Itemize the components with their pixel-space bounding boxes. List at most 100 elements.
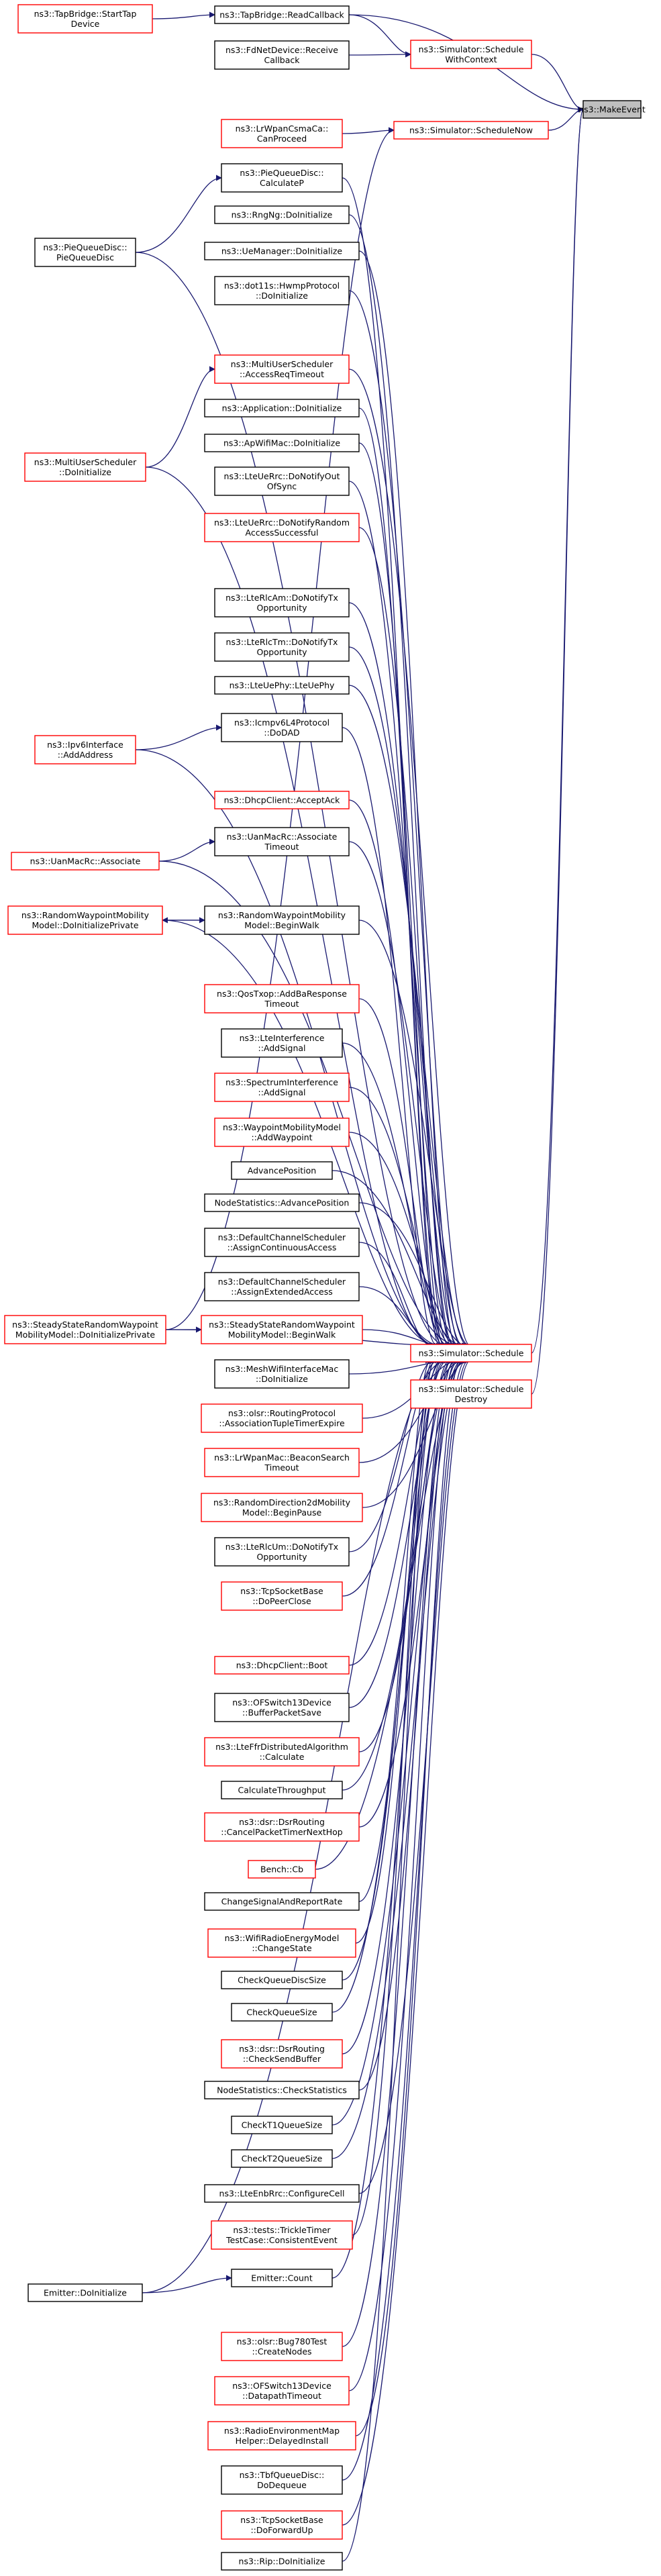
node-rwp-beginwalk[interactable]: ns3::RandomWaypointMobilityModel::BeginW… [204, 905, 360, 935]
node-label: ns3::Ipv6Interface [47, 740, 123, 750]
node-trickle[interactable]: ns3::tests::TrickleTimerTestCase::Consis… [211, 2220, 353, 2250]
call-edge-group [348, 1357, 434, 1552]
node-ofsw-dptimeout[interactable]: ns3::OFSwitch13Device::DatapathTimeout [214, 2376, 350, 2406]
call-edge [348, 290, 462, 1349]
call-edge-group [158, 860, 461, 1349]
node-rip-init[interactable]: ns3::Rip::DoInitialize [221, 2552, 343, 2571]
node-nodestat-advpos[interactable]: NodeStatistics::AdvancePosition [204, 1193, 360, 1212]
node-ssrwp-initpriv[interactable]: ns3::SteadyStateRandomWaypointMobilityMo… [4, 1315, 166, 1344]
node-sched-now[interactable]: ns3::Simulator::ScheduleNow [393, 121, 549, 140]
node-ofsw-bufsave[interactable]: ns3::OFSwitch13Device::BufferPacketSave [214, 1693, 350, 1722]
node-changesig[interactable]: ChangeSignalAndReportRate [204, 1892, 360, 1911]
node-label: ::ChangeState [252, 1943, 312, 1953]
node-dhcp-ack[interactable]: ns3::DhcpClient::AcceptAck [214, 791, 350, 809]
node-uemgr-init[interactable]: ns3::UeManager::DoInitialize [204, 242, 360, 260]
node-chkq[interactable]: CheckQueueSize [231, 2003, 333, 2022]
call-edge-group [342, 127, 395, 134]
node-dcs-ext[interactable]: ns3::DefaultChannelScheduler::AssignExte… [204, 1272, 360, 1301]
node-nodestat-chkstat[interactable]: NodeStatistics::CheckStatistics [204, 2081, 360, 2099]
node-mus-init[interactable]: ns3::MultiUserScheduler::DoInitialize [24, 452, 146, 482]
node-rng-init[interactable]: ns3::RngNg::DoInitialize [214, 205, 350, 224]
node-ssrwp-beginwalk[interactable]: ns3::SteadyStateRandomWaypointMobilityMo… [201, 1315, 363, 1344]
node-hwmp-init[interactable]: ns3::dot11s::HwmpProtocol::DoInitialize [214, 276, 350, 305]
node-rd2d-pause[interactable]: ns3::RandomDirection2dMobilityModel::Beg… [201, 1493, 363, 1522]
node-meshwifi-init[interactable]: ns3::MeshWifiInterfaceMac::DoInitialize [214, 1359, 350, 1389]
call-edge [348, 1132, 458, 1349]
call-edge-group [358, 250, 457, 1349]
node-app-init[interactable]: ns3::Application::DoInitialize [204, 399, 360, 417]
node-box [221, 1781, 343, 1799]
node-label: ns3::RngNg::DoInitialize [232, 210, 333, 220]
node-box [204, 1448, 360, 1477]
node-chkt2[interactable]: CheckT2QueueSize [231, 2149, 333, 2168]
node-rwp-initpriv[interactable]: ns3::RandomWaypointMobilityModel::DoInit… [7, 905, 163, 935]
call-edge-group [358, 1286, 437, 1349]
node-chkt1[interactable]: CheckT1QueueSize [231, 2116, 333, 2134]
node-lteuephy[interactable]: ns3::LteUePhy::LteUePhy [214, 676, 350, 695]
node-icmpv6-dad[interactable]: ns3::Icmpv6L4Protocol::DoDAD [221, 713, 343, 742]
node-tcpsock-peerclose[interactable]: ns3::TcpSocketBase::DoPeerClose [221, 1581, 343, 1611]
node-olsr-bug[interactable]: ns3::olsr::Bug780Test::CreateNodes [221, 2332, 343, 2361]
node-calcthru[interactable]: CalculateThroughput [221, 1781, 343, 1799]
node-bench-cb[interactable]: Bench::Cb [248, 1860, 316, 1879]
node-lrwpan-csma[interactable]: ns3::LrWpanCsmaCa::CanProceed [221, 119, 343, 148]
node-emitter-count[interactable]: Emitter::Count [231, 2269, 333, 2287]
node-tcpsock-fwd[interactable]: ns3::TcpSocketBase::DoForwardUp [221, 2510, 343, 2540]
node-advpos[interactable]: AdvancePosition [231, 1161, 333, 1180]
node-dsr-cancel[interactable]: ns3::dsr::DsrRouting::CancelPacketTimerN… [204, 1812, 360, 1842]
node-ipv6-addaddr[interactable]: ns3::Ipv6Interface::AddAddress [34, 735, 136, 764]
call-edge-group [348, 290, 462, 1349]
node-label: ns3::olsr::RoutingProtocol [228, 1408, 336, 1418]
node-box [214, 791, 350, 809]
node-label: ns3::MakeEvent [578, 105, 646, 115]
node-label: ns3::Icmpv6L4Protocol [234, 717, 329, 728]
node-radioenv[interactable]: ns3::RadioEnvironmentMapHelper::DelayedI… [207, 2421, 356, 2450]
node-olsr-assoc[interactable]: ns3::olsr::RoutingProtocol::AssociationT… [201, 1403, 363, 1433]
node-box [211, 2220, 353, 2250]
node-dsr-chksend[interactable]: ns3::dsr::DsrRouting::CheckSendBuffer [221, 2039, 343, 2069]
call-edge-group [348, 214, 452, 1349]
node-wpmob-addwp[interactable]: ns3::WaypointMobilityModel::AddWaypoint [214, 1118, 350, 1147]
node-label: ::DoPeerClose [252, 1596, 311, 1606]
node-dcs-cont[interactable]: ns3::DefaultChannelScheduler::AssignCont… [204, 1228, 360, 1257]
node-chkqdisc[interactable]: CheckQueueDiscSize [221, 1971, 343, 1989]
node-label: ns3::LteFfrDistributedAlgorithm [215, 1742, 348, 1752]
node-label: ns3::LteRlcAm::DoNotifyTx [225, 593, 338, 603]
node-pieq-calcp[interactable]: ns3::PieQueueDisc::CalculateP [221, 163, 343, 193]
node-apwifi-init[interactable]: ns3::ApWifiMac::DoInitialize [204, 434, 360, 452]
node-mus-access[interactable]: ns3::MultiUserScheduler::AccessReqTimeou… [214, 354, 350, 384]
node-box [221, 713, 343, 742]
node-tbfq-deq[interactable]: ns3::TbfQueueDisc::DoDequeue [221, 2465, 343, 2495]
call-edge [348, 646, 464, 1349]
node-pieq[interactable]: ns3::PieQueueDisc::PieQueueDisc [34, 238, 136, 267]
call-edge-group [342, 1357, 439, 1597]
node-lteffr-calc[interactable]: ns3::LteFfrDistributedAlgorithm::Calcula… [204, 1737, 360, 1767]
node-emitter-init[interactable]: Emitter::DoInitialize [28, 2283, 143, 2302]
node-lteint-add[interactable]: ns3::LteInterference::AddSignal [221, 1028, 343, 1058]
call-edge-group [358, 998, 444, 1349]
node-box [221, 2465, 343, 2495]
node-uanmac-assoc[interactable]: ns3::UanMacRc::Associate [11, 852, 160, 871]
node-dhcp-boot[interactable]: ns3::DhcpClient::Boot [214, 1656, 350, 1675]
node-sched[interactable]: ns3::Simulator::Schedule [410, 1344, 532, 1363]
node-lteenbrrc-cfg[interactable]: ns3::LteEnbRrc::ConfigureCell [204, 2184, 360, 2203]
node-box [221, 2552, 343, 2571]
node-tb-readcb[interactable]: ns3::TapBridge::ReadCallback [214, 5, 350, 24]
node-lteuerrc-ra[interactable]: ns3::LteUeRrc::DoNotifyRandomAccessSucce… [204, 513, 360, 542]
node-box [204, 1812, 360, 1842]
node-wifiradio-change[interactable]: ns3::WifiRadioEnergyModel::ChangeState [207, 1928, 356, 1958]
node-label: ns3::MultiUserScheduler [231, 359, 334, 369]
node-specint-add[interactable]: ns3::SpectrumInterference::AddSignal [214, 1073, 350, 1102]
